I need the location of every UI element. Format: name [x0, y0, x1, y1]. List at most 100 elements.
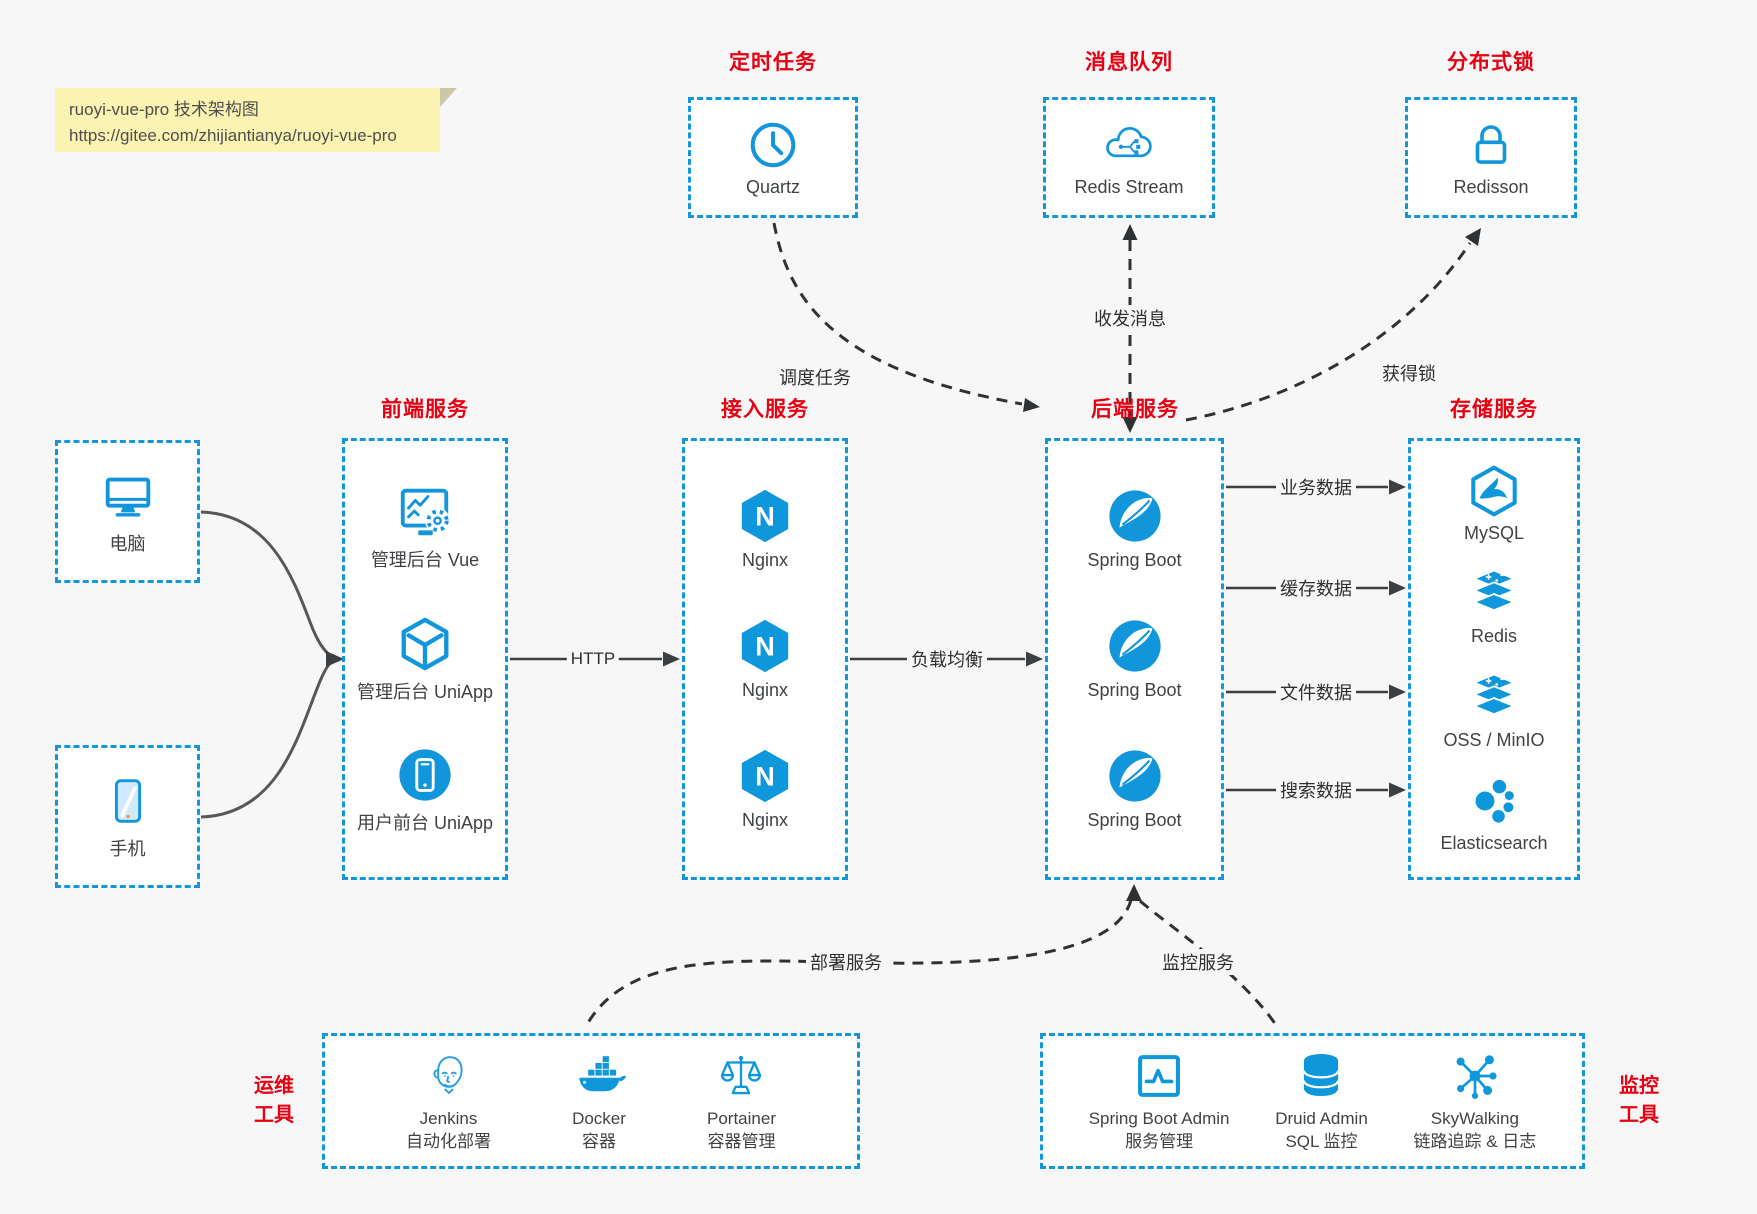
computer-icon	[105, 477, 150, 517]
note-url: https://gitee.com/zhijiantianya/ruoyi-vu…	[69, 125, 397, 145]
node-user-uniapp: 用户前台 UniApp	[357, 746, 493, 835]
sticky-note: ruoyi-vue-pro 技术架构图 https://gitee.com/zh…	[55, 88, 457, 152]
svg-text:N: N	[755, 502, 775, 532]
node-springboot-1: Spring Boot	[1087, 487, 1182, 571]
nginx-icon: N	[741, 489, 789, 543]
edge-label-send-receive-msg: 收发消息	[1090, 305, 1170, 331]
node-label: Portainer 容器管理	[707, 1108, 776, 1151]
node-nginx-2: N Nginx	[736, 617, 794, 701]
lock-icon	[1475, 124, 1507, 164]
mobile-app-icon	[399, 749, 451, 801]
svg-text:N: N	[755, 762, 775, 792]
node-jenkins: Jenkins 自动化部署	[406, 1049, 491, 1154]
spring-boot-admin-icon	[1138, 1054, 1181, 1097]
node-label: 管理后台 UniApp	[356, 681, 494, 702]
edge-label-schedule-task: 调度任务	[775, 364, 855, 390]
node-redis-stream: Redis Stream	[1043, 97, 1215, 218]
oss-stack-icon	[1471, 673, 1517, 715]
nginx-icon: N	[741, 749, 789, 803]
jenkins-icon	[432, 1055, 463, 1094]
node-label: Quartz	[745, 176, 801, 197]
portainer-scales-icon	[721, 1055, 762, 1094]
edge-label-monitor-service: 监控服务	[1158, 949, 1238, 975]
node-label: Redis Stream	[1074, 176, 1184, 197]
column-access: N Nginx N Nginx N Nginx	[682, 438, 848, 880]
client-merge-curves	[200, 510, 334, 819]
node-label: Spring Boot	[1087, 810, 1182, 830]
edge-label-http: HTTP	[566, 649, 620, 669]
network-trace-icon	[1456, 1054, 1497, 1099]
note-title: ruoyi-vue-pro 技术架构图	[69, 100, 259, 119]
node-label: SkyWalking 链路追踪 & 日志	[1413, 1108, 1537, 1151]
node-mobile-client: 手机	[55, 745, 200, 888]
node-quartz: Quartz	[688, 97, 858, 218]
node-label: Spring Boot	[1087, 680, 1182, 700]
node-label: OSS / MinIO	[1443, 729, 1545, 750]
node-skywalking: SkyWalking 链路追踪 & 日志	[1413, 1049, 1536, 1154]
title-scheduled-tasks: 定时任务	[729, 51, 817, 74]
spring-boot-icon	[1108, 490, 1161, 542]
cloud-network-icon	[1106, 126, 1152, 157]
node-label: 用户前台 UniApp	[356, 812, 494, 833]
node-portainer: Portainer 容器管理	[707, 1049, 776, 1154]
title-access-services: 接入服务	[721, 398, 809, 421]
node-druid-admin: Druid Admin SQL 监控	[1275, 1049, 1368, 1154]
title-ops-tools: 运维 工具	[254, 1075, 294, 1126]
title-distributed-lock: 分布式锁	[1447, 51, 1535, 74]
nginx-icon: N	[741, 619, 789, 673]
node-pc-client: 电脑	[55, 440, 200, 583]
node-label: 电脑	[109, 534, 146, 554]
title-frontend-services: 前端服务	[381, 398, 469, 421]
node-springboot-3: Spring Boot	[1087, 747, 1182, 831]
node-admin-vue: 管理后台 Vue	[371, 483, 479, 572]
cube-icon	[401, 617, 449, 670]
column-backend: Spring Boot Spring Boot Spring Boot	[1045, 438, 1224, 880]
node-redis: Redis	[1467, 567, 1521, 647]
node-label: 手机	[109, 839, 146, 859]
database-icon	[1303, 1053, 1340, 1098]
column-storage: MySQL Redis OSS / MinIO	[1408, 438, 1580, 880]
node-label: Nginx	[741, 680, 789, 700]
title-monitoring-tools: 监控 工具	[1619, 1075, 1659, 1126]
elasticsearch-icon	[1475, 779, 1514, 823]
edge-label-cache-data: 缓存数据	[1276, 575, 1356, 601]
title-backend-services: 后端服务	[1091, 398, 1179, 421]
clock-icon	[750, 122, 796, 167]
edge-label-file-data: 文件数据	[1276, 679, 1356, 705]
node-docker: Docker 容器	[572, 1049, 626, 1154]
solid-arrows	[510, 485, 1388, 792]
node-mysql: MySQL	[1464, 464, 1524, 544]
node-admin-uniapp: 管理后台 UniApp	[357, 615, 493, 704]
node-label: Druid Admin SQL 监控	[1275, 1108, 1368, 1151]
node-spring-boot-admin: Spring Boot Admin 服务管理	[1089, 1049, 1230, 1154]
column-frontend: 管理后台 Vue 管理后台 UniApp 用户前台 UniApp	[342, 438, 508, 880]
node-oss-minio: OSS / MinIO	[1443, 671, 1545, 751]
title-message-queue: 消息队列	[1085, 51, 1173, 74]
node-label: Redisson	[1453, 176, 1529, 197]
edge-label-deploy-service: 部署服务	[806, 949, 886, 975]
node-label: Spring Boot	[1087, 550, 1182, 570]
admin-dashboard-icon	[400, 489, 451, 536]
edge-label-acquire-lock: 获得锁	[1378, 360, 1440, 386]
spring-boot-icon	[1108, 620, 1161, 672]
spring-boot-icon	[1108, 750, 1161, 802]
node-springboot-2: Spring Boot	[1087, 617, 1182, 701]
node-label: Elasticsearch	[1440, 832, 1548, 853]
redis-stack-icon	[1471, 570, 1517, 612]
edge-label-business-data: 业务数据	[1276, 474, 1356, 500]
title-storage-services: 存储服务	[1450, 398, 1538, 421]
edge-label-load-balance: 负载均衡	[907, 646, 987, 672]
node-label: 管理后台 Vue	[370, 550, 480, 571]
node-label: Redis	[1470, 626, 1518, 647]
mysql-icon	[1471, 465, 1517, 517]
edge-label-search-data: 搜索数据	[1276, 777, 1356, 803]
node-label: MySQL	[1463, 523, 1524, 544]
node-redisson: Redisson	[1405, 97, 1577, 218]
node-nginx-1: N Nginx	[736, 487, 794, 571]
svg-text:N: N	[755, 632, 775, 662]
node-nginx-3: N Nginx	[736, 747, 794, 831]
phone-icon	[114, 779, 141, 823]
box-monitoring-tools: Spring Boot Admin 服务管理 Druid Admin SQL 监…	[1040, 1033, 1585, 1169]
node-elasticsearch: Elasticsearch	[1440, 774, 1548, 854]
